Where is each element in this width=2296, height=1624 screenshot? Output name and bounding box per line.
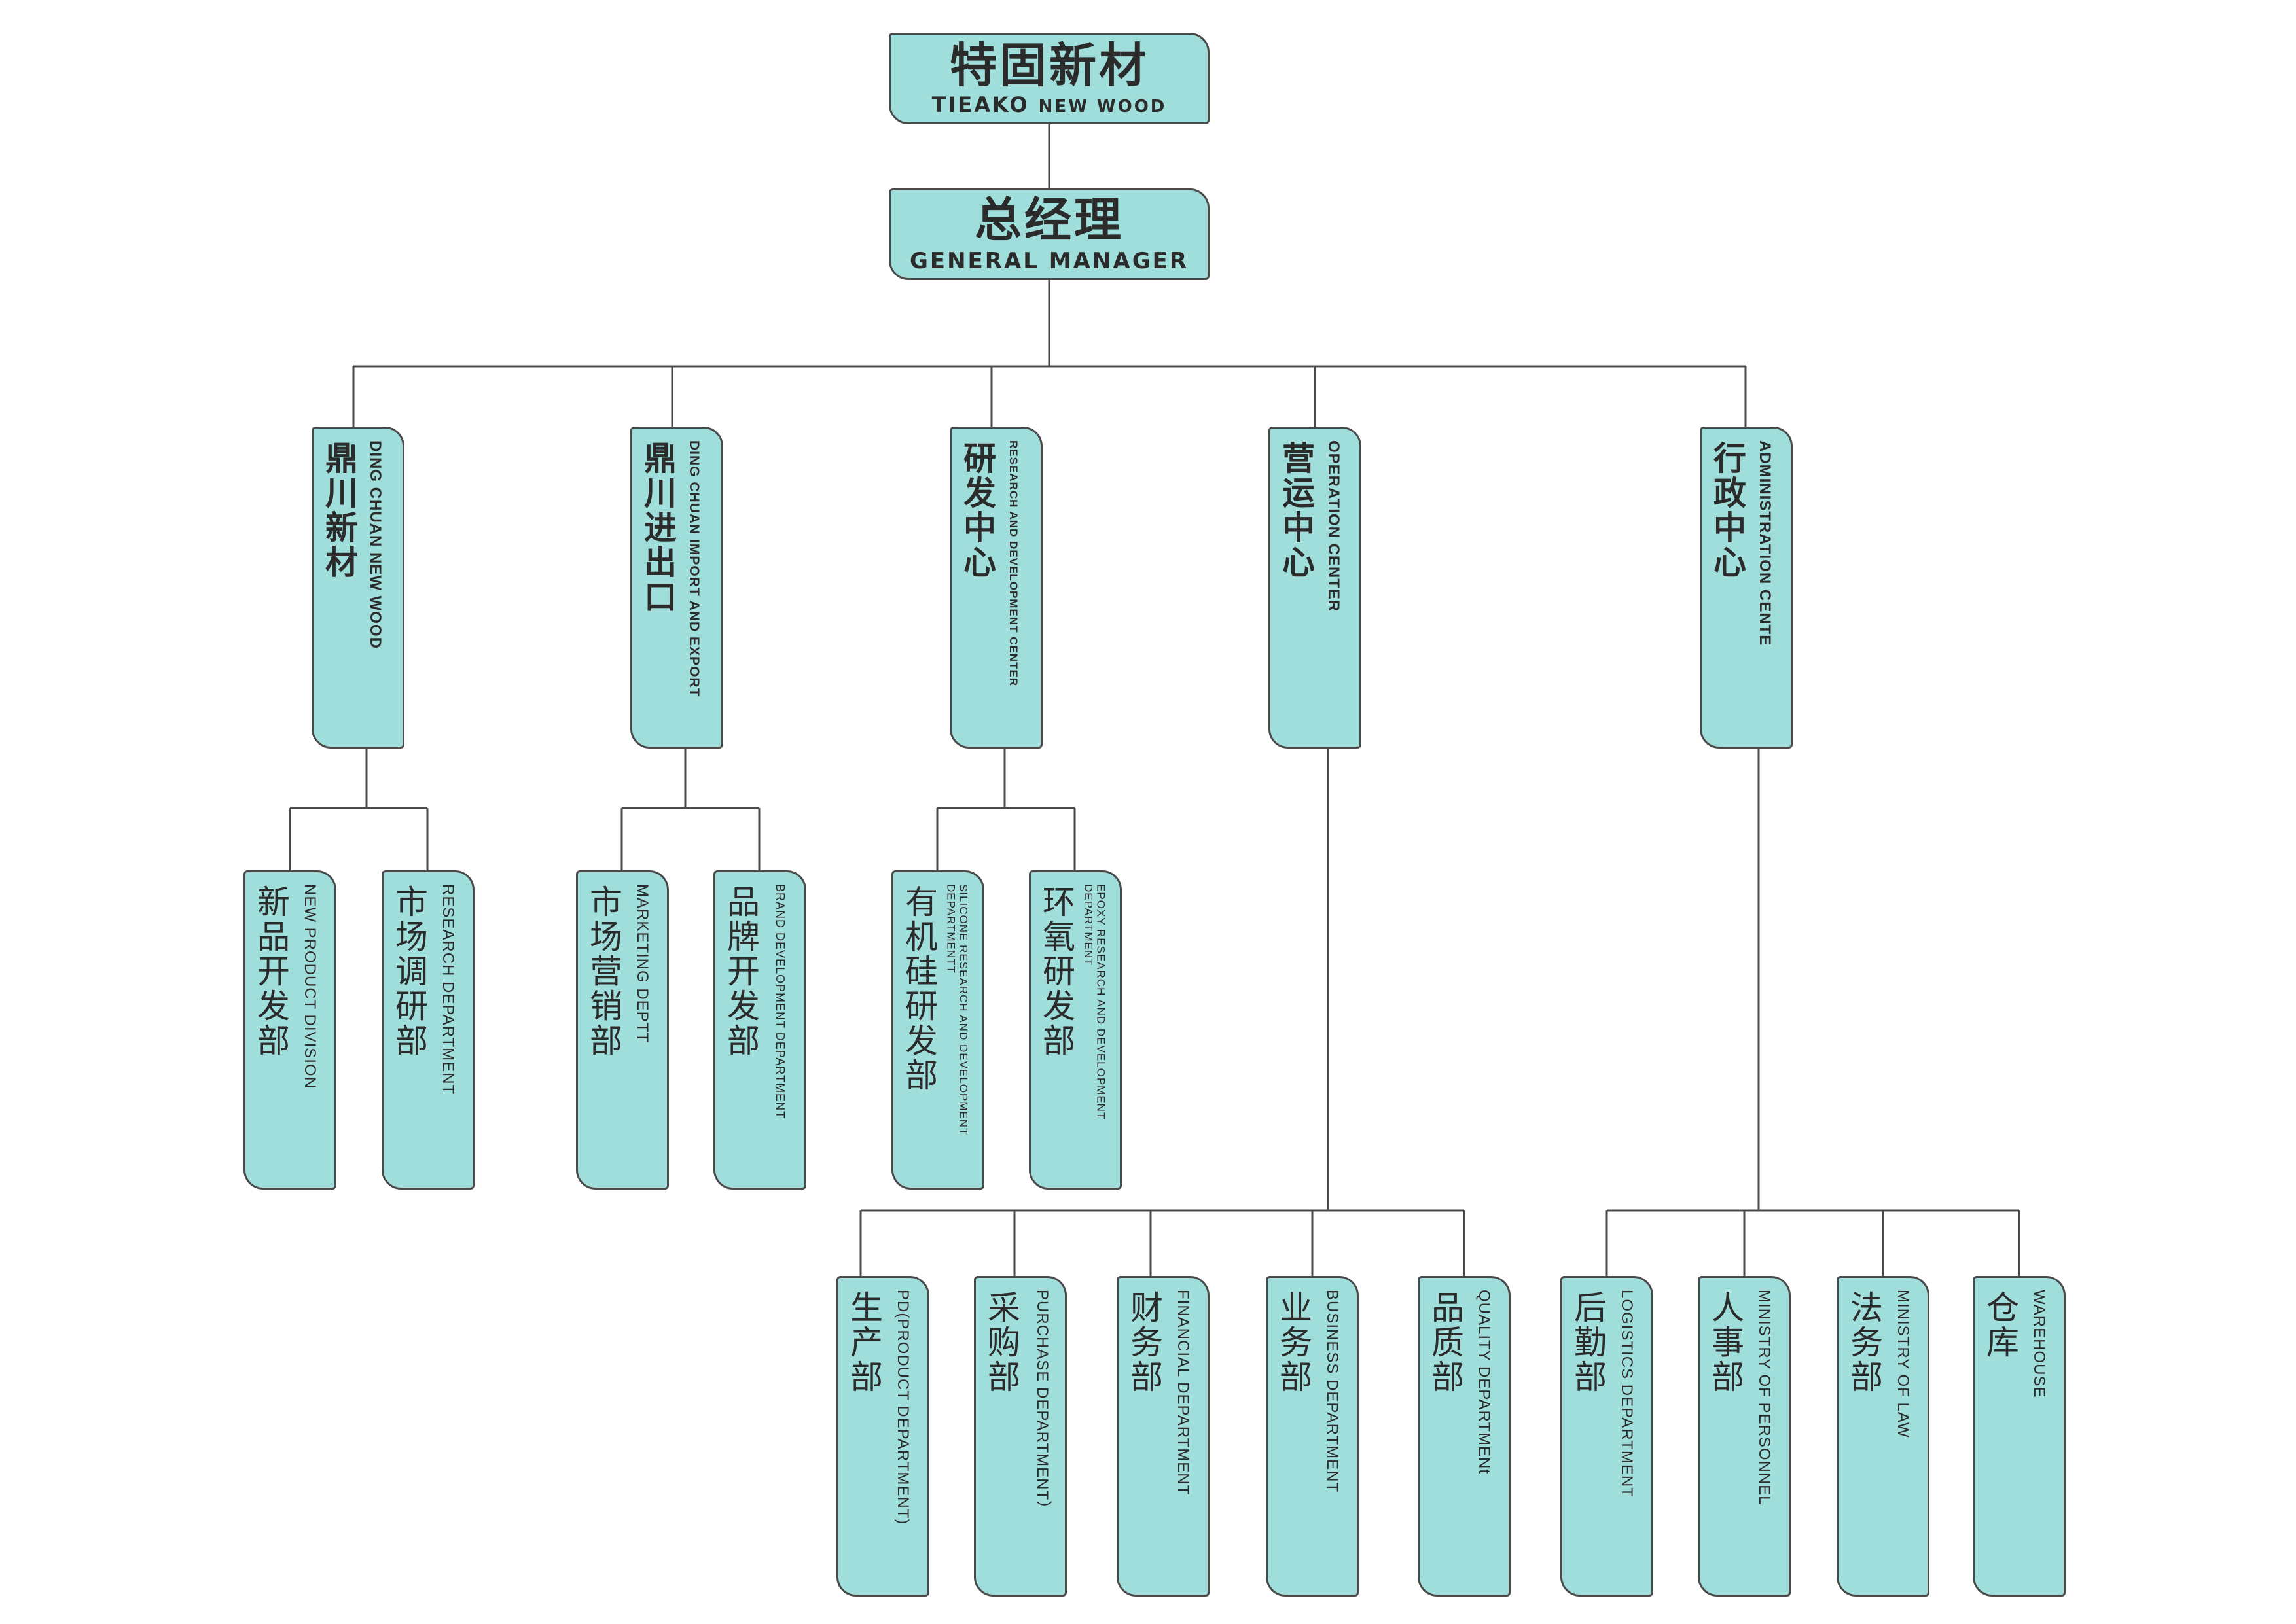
dept-zh: 品质部 bbox=[1431, 1289, 1464, 1396]
division-en: RESEARCH AND DEVELOPMENT CENTER bbox=[1007, 440, 1020, 687]
division-zh: 鼎川新材 bbox=[325, 440, 358, 582]
dept-zh: 财务部 bbox=[1130, 1289, 1163, 1396]
dept-en: FINANCIAL DEPARTMENT bbox=[1174, 1290, 1192, 1496]
dept-law[interactable]: 法务部 MINISTRY OF LAW bbox=[1837, 1276, 1929, 1597]
dept-en: RESEARCH DEPARTMENT bbox=[439, 884, 457, 1095]
dept-logistics[interactable]: 后勤部 LOGISTICS DEPARTMENT bbox=[1560, 1276, 1653, 1597]
company-name-en: TIEAKO NEW WOOD bbox=[932, 94, 1167, 115]
dept-zh: 生产部 bbox=[850, 1289, 883, 1396]
dept-en: MARKETING DEPTT bbox=[634, 884, 651, 1044]
gm-title-en: GENERAL MANAGER bbox=[909, 248, 1189, 274]
dept-en: PD(PRODUCT DEPARTMENT) bbox=[894, 1290, 912, 1525]
division-zh: 研发中心 bbox=[963, 440, 996, 582]
division-en: DING CHUAN IMPORT AND EXPORT bbox=[687, 440, 702, 697]
dept-personnel[interactable]: 人事部 MINISTRY OF PERSONNEL bbox=[1698, 1276, 1791, 1597]
dept-quality[interactable]: 品质部 QUALITY DEPARTMENt bbox=[1418, 1276, 1511, 1597]
dept-financial[interactable]: 财务部 FINANCIAL DEPARTMENT bbox=[1117, 1276, 1210, 1597]
division-research-development-center[interactable]: 研发中心 RESEARCH AND DEVELOPMENT CENTER bbox=[950, 427, 1043, 749]
dept-zh: 市场营销部 bbox=[590, 883, 622, 1060]
dept-en: QUALITY DEPARTMENt bbox=[1475, 1290, 1493, 1475]
division-zh: 营运中心 bbox=[1282, 440, 1315, 582]
division-en: OPERATION CENTER bbox=[1325, 440, 1342, 612]
dept-warehouse[interactable]: 仓 库 WAREHOUSE bbox=[1973, 1276, 2066, 1597]
company-name-zh: 特固新材 bbox=[949, 38, 1149, 93]
division-en: ADMINISTRATION CENTE bbox=[1756, 440, 1774, 646]
dept-en: MINISTRY OF LAW bbox=[1894, 1290, 1912, 1438]
division-zh: 行政中心 bbox=[1713, 440, 1746, 582]
dept-zh: 新品开发部 bbox=[257, 883, 290, 1060]
dept-zh: 人事部 bbox=[1712, 1289, 1744, 1396]
gm-title-zh: 总经理 bbox=[974, 192, 1124, 247]
dept-zh: 后勤部 bbox=[1574, 1289, 1607, 1396]
company-name-en-main: TIEAKO bbox=[931, 92, 1030, 117]
dept-zh: 业务部 bbox=[1280, 1289, 1312, 1396]
division-en: DING CHUAN NEW WOOD bbox=[367, 440, 384, 649]
dept-en: EPOXY RESEARCH AND DEVELOPMENT DEPARTMEN… bbox=[1082, 884, 1107, 1120]
dept-epoxy-rd[interactable]: 环氧研发部 EPOXY RESEARCH AND DEVELOPMENT DEP… bbox=[1029, 870, 1122, 1190]
dept-purchase[interactable]: 采购部 PURCHASE DEPARTMENT） bbox=[974, 1276, 1067, 1597]
division-ding-chuan-new-wood[interactable]: 鼎川新材 DING CHUAN NEW WOOD bbox=[312, 427, 404, 749]
division-zh: 鼎川进出口 bbox=[644, 440, 677, 616]
dept-zh: 有机硅研发部 bbox=[905, 883, 938, 1095]
dept-zh: 法务部 bbox=[1850, 1289, 1883, 1396]
dept-silicone-rd[interactable]: 有机硅研发部 SILICONE RESEARCH AND DEVELOPMENT… bbox=[891, 870, 984, 1190]
dept-en: BRAND DEVELOPMENT DEPARTMENT bbox=[774, 884, 787, 1120]
company-name-en-sub: NEW WOOD bbox=[1038, 97, 1167, 116]
dept-en: SILICONE RESEARCH AND DEVELOPMENT DEPART… bbox=[944, 884, 970, 1136]
dept-en: LOGISTICS DEPARTMENT bbox=[1618, 1290, 1636, 1498]
division-ding-chuan-import-export[interactable]: 鼎川进出口 DING CHUAN IMPORT AND EXPORT bbox=[630, 427, 723, 749]
company-node[interactable]: 特固新材 TIEAKO NEW WOOD bbox=[889, 33, 1210, 124]
dept-en: MINISTRY OF PERSONNEL bbox=[1755, 1290, 1773, 1506]
dept-en: BUSINESS DEPARTMENT bbox=[1323, 1290, 1341, 1493]
dept-marketing[interactable]: 市场营销部 MARKETING DEPTT bbox=[576, 870, 669, 1190]
dept-en: PURCHASE DEPARTMENT） bbox=[1033, 1290, 1051, 1517]
general-manager-node[interactable]: 总经理 GENERAL MANAGER bbox=[889, 188, 1210, 280]
division-administration-center[interactable]: 行政中心 ADMINISTRATION CENTE bbox=[1700, 427, 1793, 749]
dept-research-department[interactable]: 市场调研部 RESEARCH DEPARTMENT bbox=[382, 870, 475, 1190]
division-operation-center[interactable]: 营运中心 OPERATION CENTER bbox=[1268, 427, 1361, 749]
dept-en: NEW PRODUCT DIVISION bbox=[301, 884, 319, 1089]
dept-zh: 品牌开发部 bbox=[727, 883, 760, 1060]
dept-zh: 市场调研部 bbox=[395, 883, 428, 1060]
dept-business[interactable]: 业务部 BUSINESS DEPARTMENT bbox=[1266, 1276, 1359, 1597]
dept-production[interactable]: 生产部 PD(PRODUCT DEPARTMENT) bbox=[836, 1276, 929, 1597]
dept-brand-development[interactable]: 品牌开发部 BRAND DEVELOPMENT DEPARTMENT bbox=[713, 870, 806, 1190]
dept-new-product-division[interactable]: 新品开发部 NEW PRODUCT DIVISION bbox=[243, 870, 336, 1190]
dept-zh: 环氧研发部 bbox=[1043, 883, 1075, 1060]
dept-zh: 采购部 bbox=[988, 1289, 1020, 1396]
dept-en: WAREHOUSE bbox=[2030, 1290, 2048, 1398]
dept-zh: 仓 库 bbox=[1986, 1289, 2019, 1362]
